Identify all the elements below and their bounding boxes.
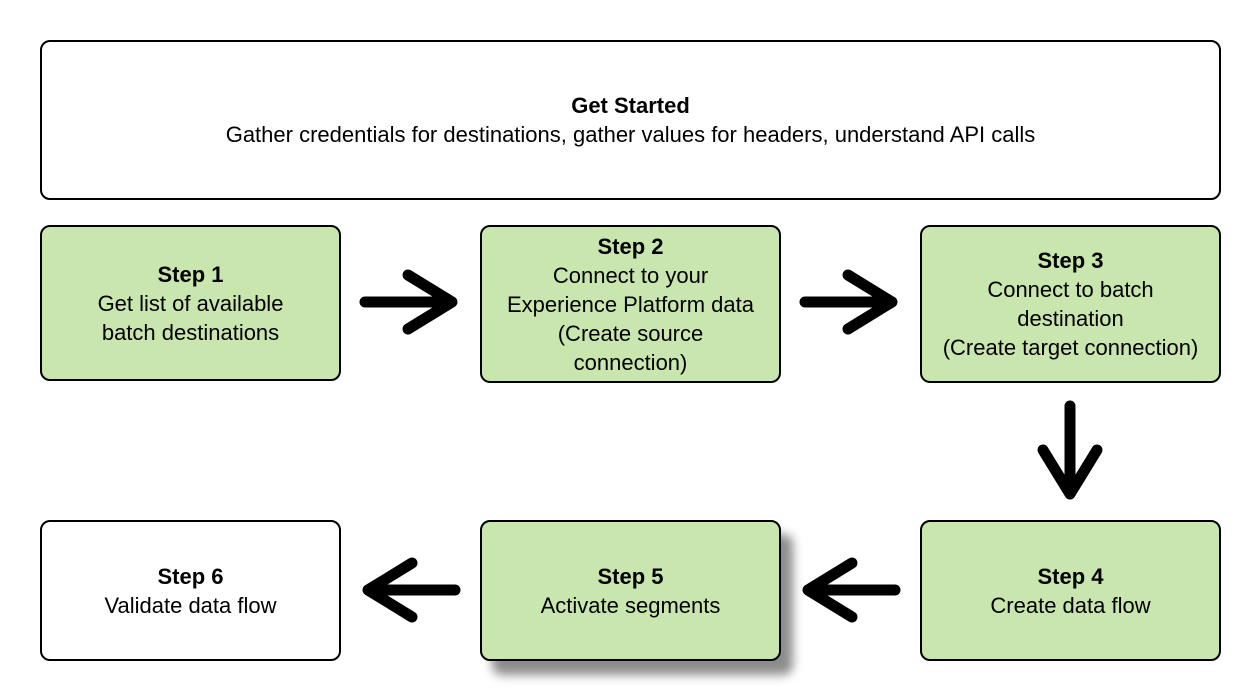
get-started-box: Get Started Gather credentials for desti… — [40, 40, 1221, 200]
step-2-box: Step 2 Connect to your Experience Platfo… — [480, 225, 781, 383]
step-3-text-line-1: Connect to batch — [987, 277, 1154, 302]
step-1-text-line-2: batch destinations — [101, 319, 280, 345]
step-1-text-line-1: Get list of available — [97, 290, 284, 316]
get-started-title: Get Started — [571, 93, 690, 118]
step-3-box: Step 3 Connect to batch destination (Cre… — [920, 225, 1221, 383]
step-2-text-line-2: Experience Platform data — [506, 291, 755, 317]
step-3-title: Step 3 — [1037, 248, 1104, 273]
arrow-step3-to-step4-icon — [1037, 400, 1103, 500]
step-6-text-line-1: Validate data flow — [104, 592, 277, 618]
step-5-title: Step 5 — [597, 563, 664, 589]
step-2-text-line-4: connection) — [573, 349, 688, 375]
step-6-title: Step 6 — [157, 563, 224, 589]
step-6-box: Step 6 Validate data flow — [40, 520, 341, 661]
arrow-step1-to-step2-icon — [359, 269, 458, 335]
step-5-box: Step 5 Activate segments — [480, 520, 781, 661]
step-2-text-line-1: Connect to your — [552, 262, 709, 288]
step-3-text-line-3: (Create target connection) — [942, 335, 1199, 360]
step-1-box: Step 1 Get list of available batch desti… — [40, 225, 341, 381]
step-5-text-line-1: Activate segments — [540, 592, 721, 618]
step-2-text-line-3: (Create source — [557, 320, 704, 346]
step-3-text-line-2: destination — [1017, 306, 1124, 331]
get-started-description: Gather credentials for destinations, gat… — [225, 122, 1036, 147]
step-2-title: Step 2 — [597, 233, 664, 259]
arrow-step2-to-step3-icon — [799, 269, 898, 335]
step-1-title: Step 1 — [157, 261, 224, 287]
step-4-title: Step 4 — [1037, 563, 1104, 589]
arrow-step5-to-step6-icon — [362, 557, 461, 623]
step-4-box: Step 4 Create data flow — [920, 520, 1221, 661]
arrow-step4-to-step5-icon — [802, 557, 901, 623]
step-4-text-line-1: Create data flow — [990, 592, 1151, 618]
